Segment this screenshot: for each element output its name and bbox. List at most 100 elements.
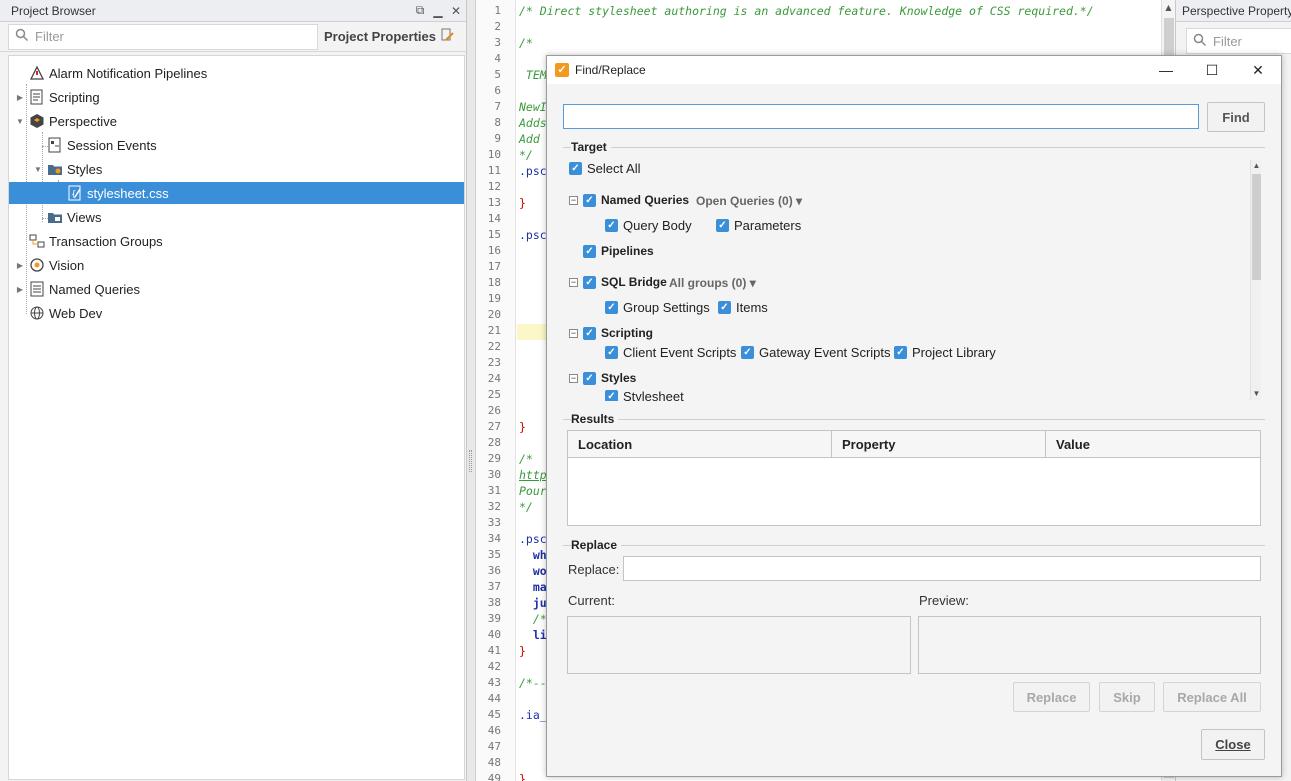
splitter-grip[interactable] (469, 450, 472, 472)
line-number: 4 (494, 52, 501, 65)
client-event-scripts-checkbox[interactable]: ✓Client Event Scripts (605, 345, 736, 360)
line-number: 28 (487, 436, 501, 449)
tree-item-styles[interactable]: ▼ Styles (33, 158, 102, 180)
tree-item-web-dev[interactable]: Web Dev (15, 302, 102, 324)
code-line[interactable]: Pour (519, 484, 547, 498)
tree-item-transaction-groups[interactable]: Transaction Groups (15, 230, 163, 252)
select-all-checkbox[interactable]: ✓Select All (569, 161, 640, 176)
checkmark-icon: ✓ (605, 346, 618, 359)
gateway-event-scripts-checkbox[interactable]: ✓Gateway Event Scripts (741, 345, 891, 360)
minimize-window-icon[interactable]: — (1159, 62, 1173, 78)
expand-arrow-icon[interactable]: ▶ (16, 260, 24, 270)
code-line[interactable]: } (519, 420, 526, 434)
checkbox-label: SQL Bridge (601, 275, 667, 289)
column-header-property[interactable]: Property (831, 430, 1046, 458)
project-filter-input[interactable]: Filter (8, 23, 318, 50)
parameters-checkbox[interactable]: ✓Parameters (716, 218, 801, 233)
code-line[interactable]: } (519, 772, 526, 781)
stylesheet-checkbox[interactable]: ✓Stylesheet (605, 389, 684, 401)
maximize-window-icon[interactable]: ☐ (1205, 61, 1219, 78)
styles-checkbox[interactable]: ✓Styles (583, 371, 636, 385)
tree-item-alarm-pipelines[interactable]: Alarm Notification Pipelines (15, 62, 207, 84)
replace-all-button[interactable]: Replace All (1163, 682, 1261, 712)
line-number: 2 (494, 20, 501, 33)
tree-item-scripting[interactable]: ▶ Scripting (15, 86, 100, 108)
open-queries-dropdown[interactable]: Open Queries (0) ▾ (696, 194, 802, 208)
expand-arrow-icon[interactable]: ▶ (16, 92, 24, 102)
code-line[interactable]: /* Direct stylesheet authoring is an adv… (519, 4, 1094, 18)
scripting-checkbox[interactable]: ✓Scripting (583, 326, 653, 340)
code-line[interactable]: */ (519, 148, 533, 162)
checkbox-label: Named Queries (601, 193, 690, 207)
collapse-arrow-icon[interactable]: ▼ (16, 116, 24, 126)
replace-input[interactable] (623, 556, 1261, 581)
tree-item-label: Scripting (49, 89, 100, 105)
column-header-value[interactable]: Value (1045, 430, 1261, 458)
tree-item-named-queries[interactable]: ▶ Named Queries (15, 278, 140, 300)
pipelines-checkbox[interactable]: ✓Pipelines (583, 244, 654, 258)
close-panel-icon[interactable]: ✕ (450, 3, 462, 18)
panel-splitter[interactable] (467, 0, 475, 781)
checkmark-icon: ✓ (583, 326, 596, 340)
close-button[interactable]: Close (1201, 729, 1265, 760)
minimize-panel-icon[interactable]: ▁ (433, 3, 443, 18)
scroll-up-icon[interactable]: ▲ (1252, 161, 1261, 170)
target-scrollbar[interactable]: ▲ ▼ (1250, 160, 1261, 400)
code-line[interactable]: TEM (519, 68, 547, 82)
items-checkbox[interactable]: ✓Items (718, 300, 768, 315)
tree-item-perspective[interactable]: ▼ Perspective (15, 110, 117, 132)
group-settings-checkbox[interactable]: ✓Group Settings (605, 300, 710, 315)
collapse-scripting-icon[interactable]: − (569, 328, 578, 338)
named-queries-checkbox[interactable]: ✓Named Queries (583, 193, 689, 207)
tree-item-vision[interactable]: ▶ Vision (15, 254, 84, 276)
close-window-icon[interactable]: ✕ (1252, 61, 1264, 78)
all-groups-dropdown[interactable]: All groups (0) ▾ (669, 276, 756, 290)
tree-item-views[interactable]: Views (47, 206, 101, 228)
tree-item-stylesheet[interactable]: { stylesheet.css (9, 182, 464, 204)
project-properties-button[interactable]: Project Properties (324, 28, 458, 45)
line-number: 15 (487, 228, 501, 241)
find-button[interactable]: Find (1207, 102, 1265, 132)
scroll-down-icon[interactable]: ▼ (1252, 389, 1261, 398)
code-line[interactable]: /* (519, 452, 533, 466)
code-line[interactable]: .psc (519, 532, 547, 546)
code-line[interactable]: .ia_ (519, 708, 547, 722)
code-line[interactable]: http (519, 468, 547, 482)
collapse-styles-icon[interactable]: − (569, 373, 578, 383)
code-line[interactable]: /*-- (519, 676, 547, 690)
sql-bridge-checkbox[interactable]: ✓SQL Bridge (583, 275, 667, 289)
tree-item-session-events[interactable]: Session Events (47, 134, 157, 156)
collapse-arrow-icon[interactable]: ▼ (34, 164, 42, 174)
column-header-location[interactable]: Location (567, 430, 832, 458)
code-line[interactable]: /* (519, 36, 533, 50)
panel-title: Project Browser (11, 3, 96, 18)
find-input[interactable] (563, 104, 1199, 129)
code-line[interactable]: } (519, 196, 526, 210)
collapse-named-queries-icon[interactable]: − (569, 195, 578, 205)
property-filter-input[interactable]: Filter (1186, 28, 1291, 54)
code-line[interactable]: Adds (519, 116, 547, 130)
code-line[interactable]: .psc (519, 228, 547, 242)
code-line[interactable]: } (519, 644, 526, 658)
code-line[interactable]: Add (519, 132, 547, 146)
skip-button[interactable]: Skip (1099, 682, 1155, 712)
replace-button[interactable]: Replace (1013, 682, 1090, 712)
project-library-checkbox[interactable]: ✓Project Library (894, 345, 996, 360)
scroll-up-icon[interactable]: ▲ (1165, 3, 1172, 12)
float-panel-icon[interactable]: ⧉ (415, 3, 425, 17)
checkmark-icon: ✓ (718, 301, 731, 314)
collapse-sql-bridge-icon[interactable]: − (569, 277, 578, 287)
line-number: 6 (494, 84, 501, 97)
scrollbar-thumb[interactable] (1252, 174, 1261, 280)
line-number: 35 (487, 548, 501, 561)
code-line[interactable]: /* (519, 612, 547, 626)
session-events-icon (47, 137, 63, 153)
checkbox-label: Gateway Event Scripts (759, 345, 891, 360)
code-line[interactable]: NewI (519, 100, 547, 114)
code-line[interactable]: .psc (519, 164, 547, 178)
perspective-icon (29, 113, 45, 129)
line-number: 12 (487, 180, 501, 193)
code-line[interactable]: */ (519, 500, 533, 514)
query-body-checkbox[interactable]: ✓Query Body (605, 218, 692, 233)
expand-arrow-icon[interactable]: ▶ (16, 284, 24, 294)
